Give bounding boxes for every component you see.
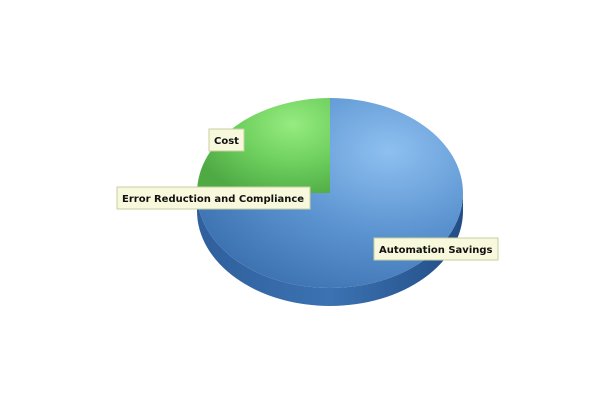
- slice-label-box: [116, 186, 311, 210]
- pie-side-wall: [197, 193, 463, 306]
- slice-label-box: [208, 128, 245, 152]
- slice-label-box: [373, 237, 499, 261]
- slice-label-cost: Cost: [208, 128, 245, 152]
- slice-label-text: Automation Savings: [379, 245, 493, 256]
- slice-label-automation-savings: Automation Savings: [373, 237, 499, 261]
- slice-label-text: Error Reduction and Compliance: [122, 194, 304, 205]
- pie-slice-cost[interactable]: [197, 98, 330, 193]
- slice-label-text: Cost: [214, 136, 239, 147]
- pie-depth-layer: [197, 193, 463, 306]
- slice-label-error-reduction-and-compliance: Error Reduction and Compliance: [116, 186, 311, 210]
